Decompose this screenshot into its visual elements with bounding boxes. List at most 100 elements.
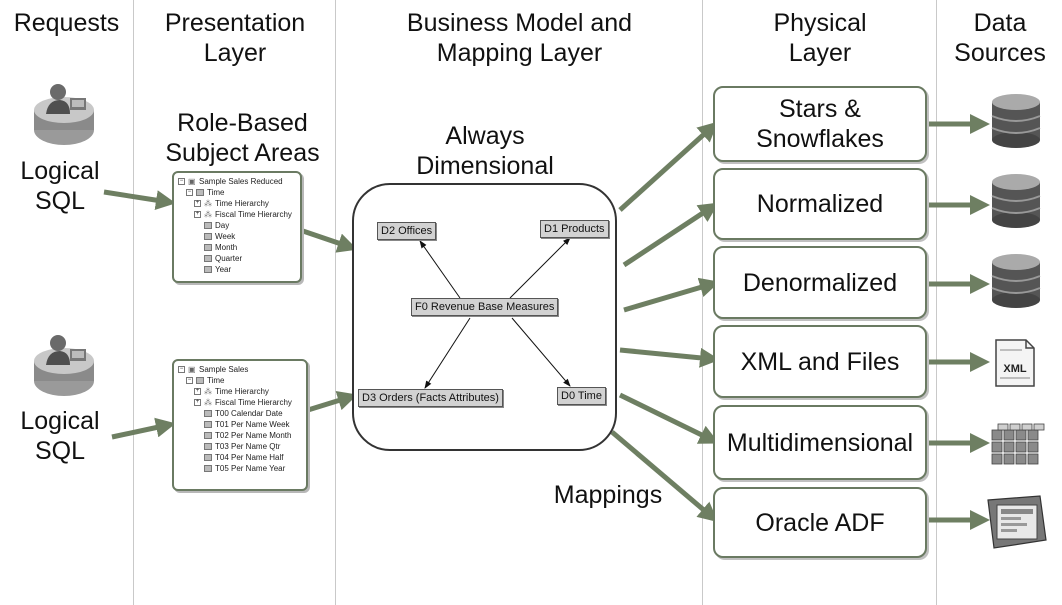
divider-4 [936, 0, 937, 605]
request-label-top-line2: SQL [34, 187, 86, 215]
tree-column[interactable]: T05 Per Name Year [178, 463, 302, 474]
request-label-top-line1: Logical [20, 157, 100, 185]
database-icon [991, 254, 1041, 308]
tree-column[interactable]: T03 Per Name Qtr [178, 441, 302, 452]
header-physical: Physical Layer [704, 8, 936, 68]
collapse-icon[interactable]: − [178, 366, 185, 373]
expand-icon[interactable]: + [194, 200, 201, 207]
column-icon [204, 222, 212, 229]
header-presentation-line1: Presentation [164, 9, 306, 37]
tree-column[interactable]: Week [178, 231, 296, 242]
header-sources: Data Sources [938, 8, 1062, 68]
dimension-d2-offices[interactable]: D2 Offices [377, 222, 437, 240]
physical-multidimensional[interactable]: Multidimensional [713, 405, 927, 480]
header-business-line2: Mapping Layer [436, 39, 603, 67]
header-physical-line2: Layer [788, 39, 852, 67]
hierarchy-icon: ⁂ [204, 209, 212, 219]
collapse-icon[interactable]: − [186, 377, 193, 384]
tree-column[interactable]: Year [178, 264, 296, 275]
subject-areas-label-line1: Role-Based [177, 109, 308, 137]
column-icon [204, 233, 212, 240]
collapse-icon[interactable]: − [178, 178, 185, 185]
xml-file-icon: XML [995, 339, 1035, 387]
tree-column[interactable]: T04 Per Name Half [178, 452, 302, 463]
physical-denormalized-label: Denormalized [742, 268, 898, 297]
expand-icon[interactable]: + [194, 388, 201, 395]
header-requests: Requests [0, 8, 133, 38]
header-presentation-line2: Layer [203, 39, 267, 67]
subject-area-icon: ▣ [188, 176, 196, 186]
column-icon [204, 454, 212, 461]
tree-column[interactable]: T00 Calendar Date [178, 408, 302, 419]
column-icon [204, 266, 212, 273]
hierarchy-icon: ⁂ [204, 386, 212, 396]
tree-hierarchy-label: Time Hierarchy [215, 199, 269, 208]
tree-hierarchy[interactable]: +⁂Time Hierarchy [178, 198, 296, 209]
request-label-bottom: Logical SQL [0, 406, 120, 466]
request-label-bottom-line2: SQL [34, 437, 86, 465]
tree-column-label: T01 Per Name Week [215, 420, 290, 429]
database-icon [991, 174, 1041, 228]
tree-root-label: Sample Sales Reduced [199, 177, 283, 186]
column-icon [204, 255, 212, 262]
tree-folder-label: Time [207, 376, 225, 385]
tree-column-label: Year [215, 265, 232, 274]
physical-oracle-adf[interactable]: Oracle ADF [713, 487, 927, 558]
xml-icon-text: XML [1003, 363, 1027, 375]
always-dimensional-label: Always Dimensional [395, 121, 575, 181]
tree-column-label: T04 Per Name Half [215, 453, 284, 462]
tree-hierarchy-label: Fiscal Time Hierarchy [215, 210, 292, 219]
tree-column[interactable]: T02 Per Name Month [178, 430, 302, 441]
tree-hierarchy-label: Fiscal Time Hierarchy [215, 398, 292, 407]
tree-column-label: T03 Per Name Qtr [215, 442, 281, 451]
tree-column-label: Quarter [215, 254, 243, 263]
hierarchy-icon: ⁂ [204, 397, 212, 407]
expand-icon[interactable]: + [194, 399, 201, 406]
dimension-d3-orders[interactable]: D3 Orders (Facts Attributes) [358, 389, 503, 407]
physical-adf-label: Oracle ADF [755, 508, 885, 537]
physical-multidimensional-label: Multidimensional [726, 428, 914, 457]
physical-normalized-label: Normalized [756, 190, 884, 218]
fact-f0-revenue[interactable]: F0 Revenue Base Measures [411, 298, 559, 316]
tree-root[interactable]: −▣Sample Sales [178, 364, 302, 375]
subject-areas-label-line2: Subject Areas [165, 139, 320, 167]
tree-hierarchy[interactable]: +⁂Fiscal Time Hierarchy [178, 397, 302, 408]
tree-hierarchy[interactable]: +⁂Fiscal Time Hierarchy [178, 209, 296, 220]
physical-xml-files[interactable]: XML and Files [713, 325, 927, 398]
tree-column-label: Month [215, 243, 238, 252]
tree-folder-label: Time [207, 188, 225, 197]
collapse-icon[interactable]: − [186, 189, 193, 196]
subject-area-tree-top: −▣Sample Sales Reduced −Time +⁂Time Hier… [172, 171, 302, 283]
column-icon [204, 465, 212, 472]
dimension-d0-time[interactable]: D0 Time [557, 387, 606, 405]
user-at-desk-icon [34, 84, 94, 145]
tree-folder[interactable]: − Time [178, 375, 302, 386]
tree-column[interactable]: Month [178, 242, 296, 253]
hierarchy-icon: ⁂ [204, 198, 212, 208]
dimension-d1-products[interactable]: D1 Products [540, 220, 609, 238]
header-presentation: Presentation Layer [135, 8, 335, 68]
tree-hierarchy-label: Time Hierarchy [215, 387, 269, 396]
physical-normalized[interactable]: Normalized [713, 168, 927, 240]
tree-root[interactable]: −▣Sample Sales Reduced [178, 176, 296, 187]
physical-stars-snowflakes[interactable]: Stars & Snowflakes [713, 86, 927, 162]
tree-folder[interactable]: − Time [178, 187, 296, 198]
column-icon [204, 432, 212, 439]
column-icon [204, 443, 212, 450]
always-dimensional-line1: Always [445, 122, 525, 150]
subject-area-tree-bottom: −▣Sample Sales − Time +⁂Time Hierarchy +⁂… [172, 359, 308, 491]
tree-column[interactable]: T01 Per Name Week [178, 419, 302, 430]
header-sources-line1: Data [973, 9, 1027, 37]
tree-column[interactable]: Day [178, 220, 296, 231]
physical-denormalized[interactable]: Denormalized [713, 246, 927, 319]
expand-icon[interactable]: + [194, 211, 201, 218]
header-requests-text: Requests [13, 9, 120, 37]
tree-column[interactable]: Quarter [178, 253, 296, 264]
tree-column-label: T05 Per Name Year [215, 464, 286, 473]
divider-3 [702, 0, 703, 605]
cube-icon [991, 423, 1045, 465]
tree-hierarchy[interactable]: +⁂Time Hierarchy [178, 386, 302, 397]
physical-stars-line2: Snowflakes [756, 125, 884, 153]
